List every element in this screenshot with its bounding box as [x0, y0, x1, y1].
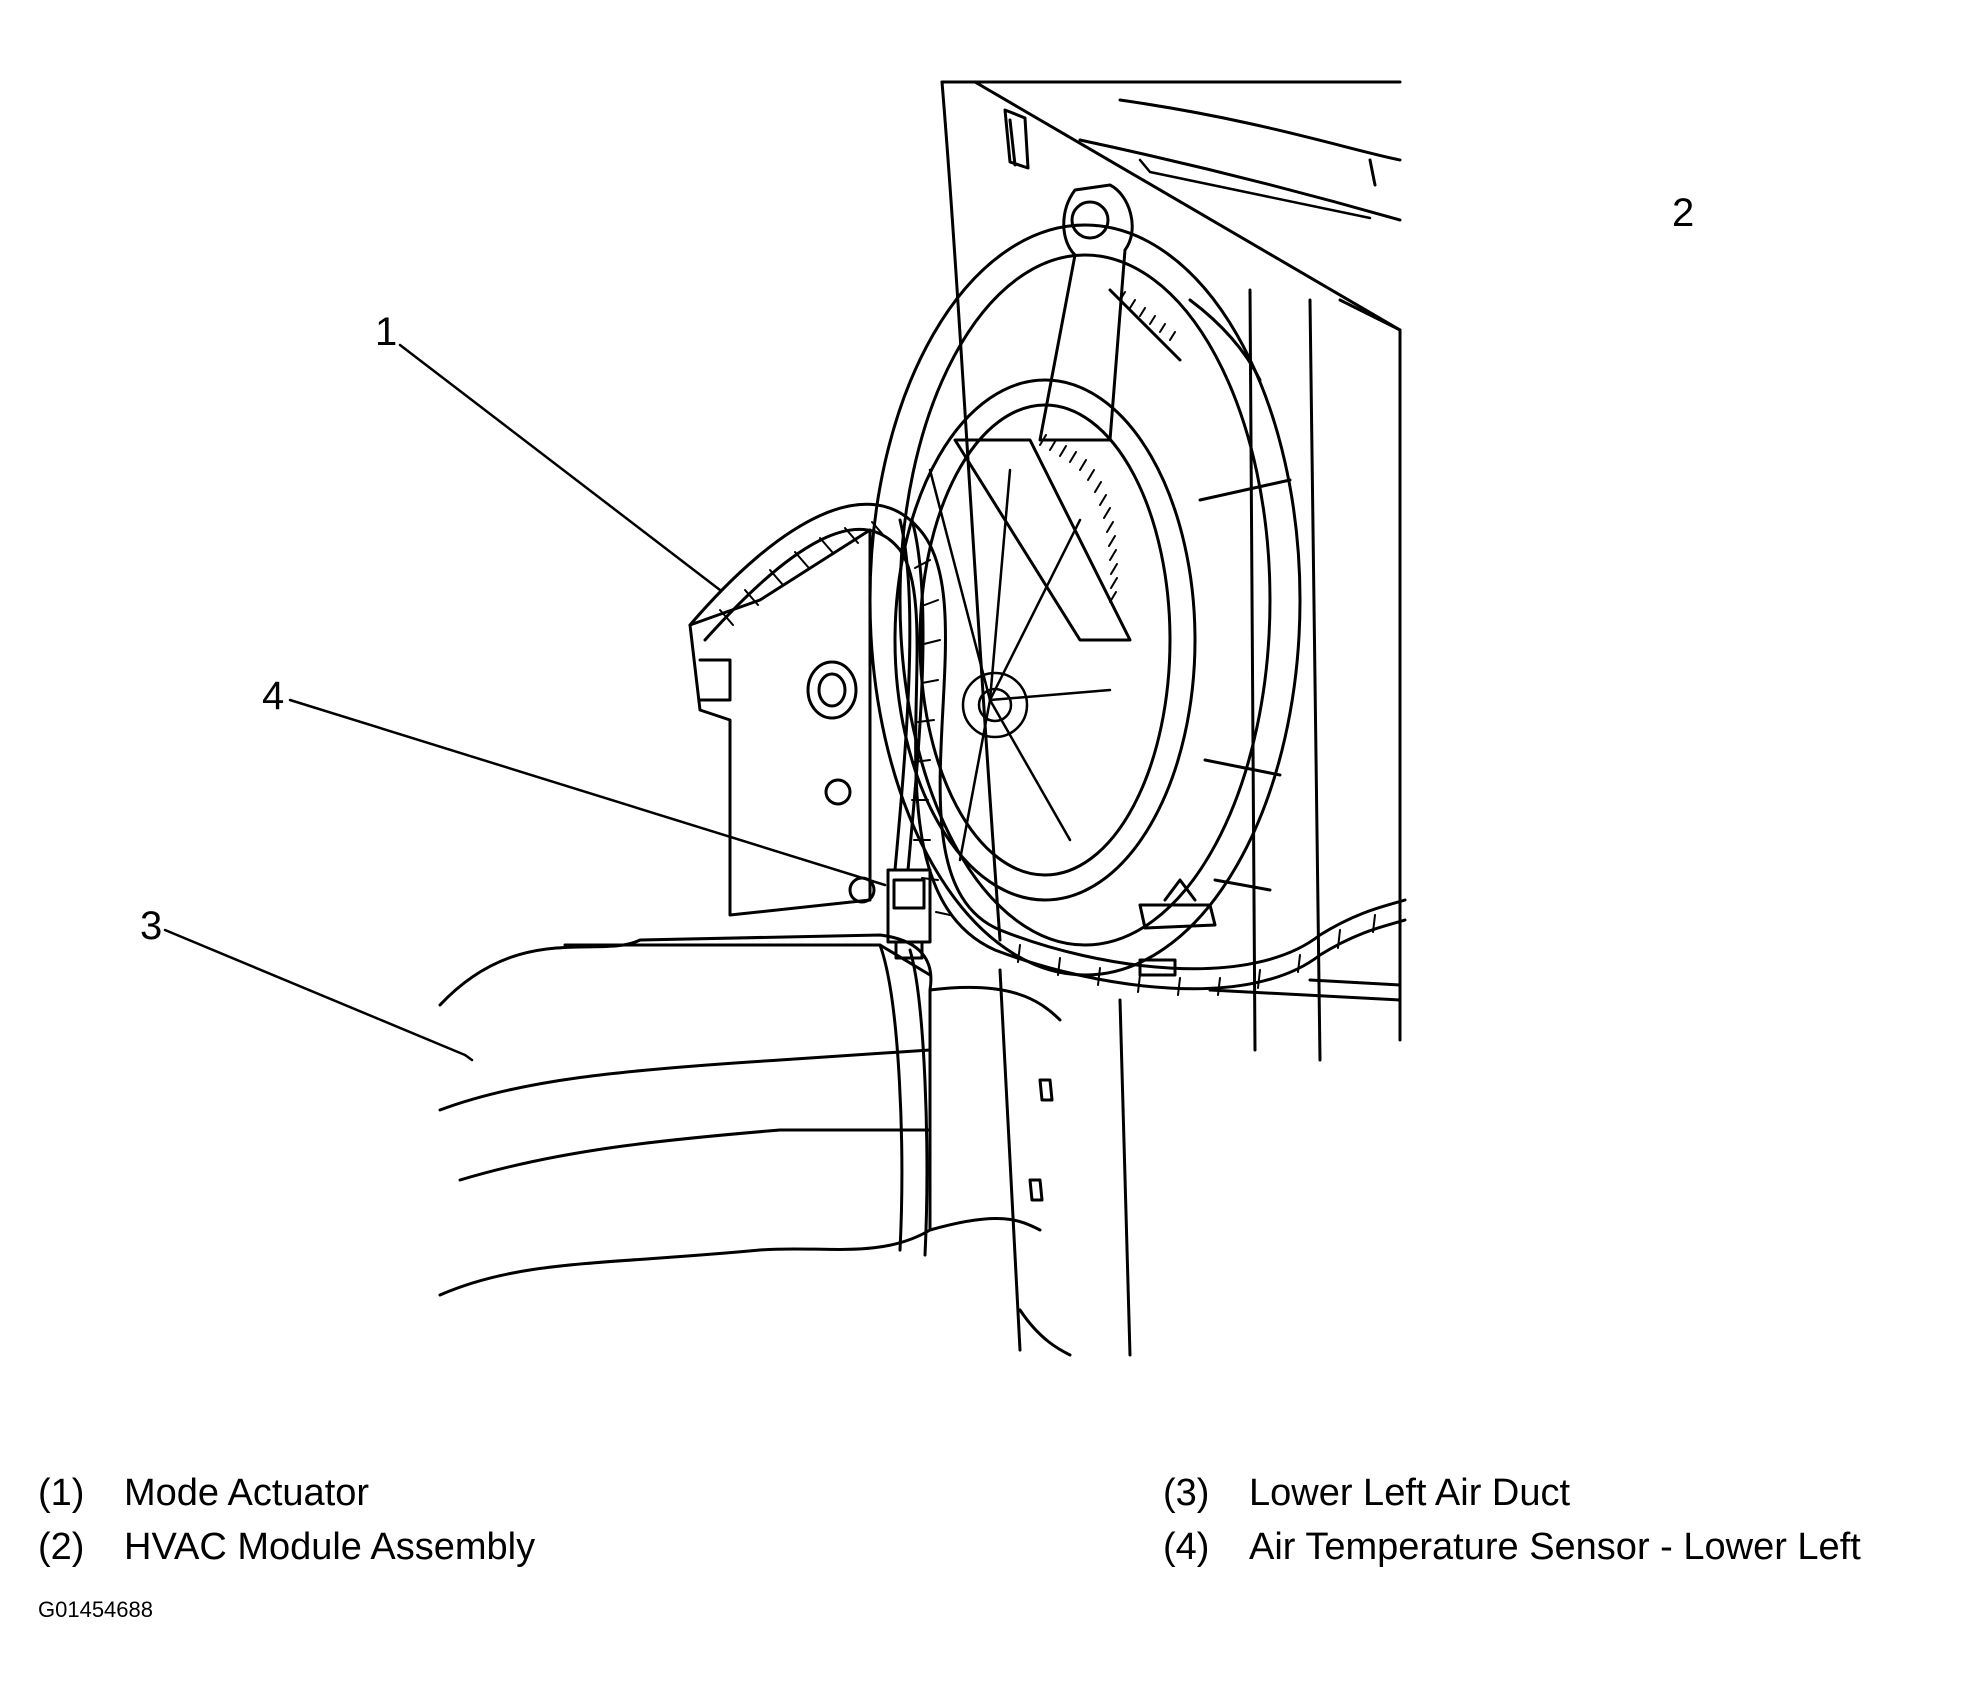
- wiring-harness: [688, 502, 1407, 991]
- figure-id: G01454688: [38, 1597, 153, 1622]
- legend-text: Lower Left Air Duct: [1249, 1472, 1571, 1514]
- leader-lines: [163, 158, 1372, 1062]
- leader-line-3: [163, 928, 474, 1062]
- mode-actuator: [688, 528, 876, 917]
- legend-text: Mode Actuator: [124, 1472, 370, 1514]
- legend-item-2: (2) HVAC Module Assembly: [38, 1528, 535, 1566]
- callout-2: 2: [1672, 191, 1695, 235]
- legend-item-3: (3) Lower Left Air Duct: [1163, 1474, 1570, 1512]
- legend-item-1: (1) Mode Actuator: [38, 1474, 369, 1512]
- gear-teeth: [1039, 291, 1176, 603]
- wheel-spokes: [928, 468, 1112, 862]
- callout-4: 4: [262, 674, 285, 718]
- leader-line-4: [288, 698, 887, 887]
- hvac-line-illustration: [163, 80, 1407, 1357]
- gear-linkage: [953, 183, 1182, 642]
- callout-3: 3: [140, 904, 163, 948]
- harness-wrap-stripes: [719, 521, 1376, 996]
- legend-num: (3): [1163, 1472, 1210, 1514]
- legend-text: Air Temperature Sensor - Lower Left: [1249, 1526, 1861, 1568]
- legend-num: (2): [38, 1526, 85, 1568]
- lower-left-air-duct: [438, 933, 1132, 1357]
- legend-num: (4): [1163, 1526, 1210, 1568]
- hvac-module-housing: [940, 80, 1402, 1062]
- callout-1: 1: [375, 310, 398, 354]
- legend-num: (1): [38, 1472, 85, 1514]
- leader-line-2: [1138, 158, 1372, 220]
- blower-housing-ring: [868, 223, 1302, 977]
- legend-item-4: (4) Air Temperature Sensor - Lower Left: [1163, 1528, 1861, 1566]
- legend-text: HVAC Module Assembly: [124, 1526, 536, 1568]
- leader-line-1: [398, 343, 722, 592]
- harness-clip: [1138, 878, 1217, 977]
